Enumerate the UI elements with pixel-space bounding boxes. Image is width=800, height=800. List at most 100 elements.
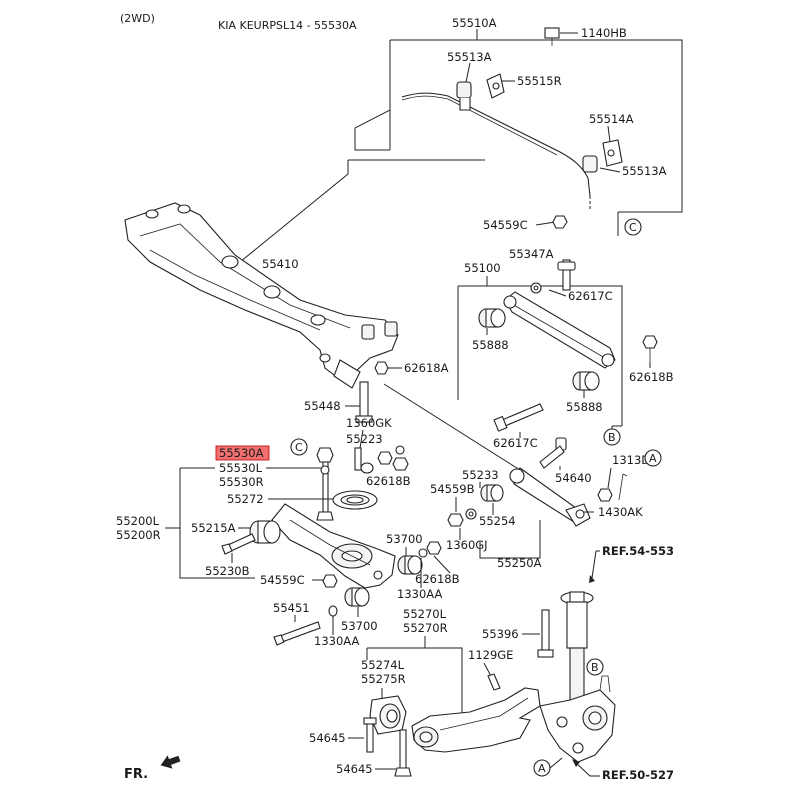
label-55410[interactable]: 55410: [262, 257, 299, 271]
lower-arm-55200: [271, 503, 396, 589]
label-55223[interactable]: 55223: [346, 432, 383, 446]
highlight-55530A: [215, 445, 270, 461]
svg-text:B: B: [591, 661, 599, 674]
label-55233[interactable]: 55233: [462, 468, 499, 482]
label-55510A[interactable]: 55510A: [452, 16, 497, 30]
label-62618A[interactable]: 62618A: [404, 361, 449, 375]
washer-1330AA-mid: [418, 548, 428, 558]
arm-55270-frame: [367, 647, 463, 714]
label-1140HB[interactable]: 1140HB: [581, 26, 627, 40]
stabilizer-bushing-right: [582, 155, 598, 173]
bolt-1129GE: [487, 673, 501, 691]
label-55270R[interactable]: 55270R: [403, 621, 448, 635]
spring-seat-55272: [332, 490, 378, 510]
label-1330AA-low[interactable]: 1330AA: [314, 634, 359, 648]
label-55530R[interactable]: 55530R: [219, 475, 264, 489]
label-55275R[interactable]: 55275R: [361, 672, 406, 686]
label-62618B-right[interactable]: 62618B: [629, 370, 674, 384]
label-55347A[interactable]: 55347A: [509, 247, 554, 261]
stabilizer-group-frame: [390, 39, 683, 213]
label-1330AA-mid[interactable]: 1330AA: [397, 587, 442, 601]
label-55514A[interactable]: 55514A: [589, 112, 634, 126]
label-62618B-mid[interactable]: 62618B: [366, 474, 411, 488]
bushing-53700-mid: [397, 555, 423, 575]
ref-54-553[interactable]: REF.54-553: [602, 544, 674, 558]
knuckle: [539, 675, 616, 763]
label-54559B[interactable]: 54559B: [430, 482, 475, 496]
label-55530A[interactable]: 55530A: [219, 446, 264, 460]
label-55254[interactable]: 55254: [479, 514, 516, 528]
label-62617C-top[interactable]: 62617C: [568, 289, 613, 303]
label-55200L[interactable]: 55200L: [116, 514, 160, 528]
pin-1430AK: [618, 473, 628, 501]
label-55270L[interactable]: 55270L: [403, 607, 447, 621]
label-55230B[interactable]: 55230B: [205, 564, 250, 578]
nut-62618B-low: [426, 541, 442, 555]
trailing-arm-55270: [411, 687, 541, 753]
label-55100[interactable]: 55100: [464, 261, 501, 275]
bolt-54640: [539, 437, 567, 469]
stabilizer-bushing-left: [456, 81, 472, 111]
bolt-1140HB: [544, 27, 560, 46]
label-1129GE[interactable]: 1129GE: [468, 648, 513, 662]
svg-text:C: C: [629, 221, 637, 234]
label-1430AK[interactable]: 1430AK: [598, 505, 643, 519]
label-55274L[interactable]: 55274L: [361, 658, 405, 672]
bolt-62618B-right: [642, 335, 658, 362]
label-54645-b[interactable]: 54645: [336, 762, 373, 776]
marker-b-bottom: [586, 658, 604, 676]
label-62618B-low[interactable]: 62618B: [415, 572, 460, 586]
label-55396[interactable]: 55396: [482, 627, 519, 641]
bolt-62618A: [374, 361, 389, 375]
bushing-55888-bottom: [572, 371, 600, 391]
nut-54559B: [447, 513, 464, 527]
stabilizer-bar: [401, 92, 591, 197]
stabilizer-bracket-55515R: [486, 73, 505, 99]
bolt-55448: [355, 381, 373, 423]
svg-text:A: A: [649, 452, 657, 465]
bushing-55215A: [249, 520, 281, 544]
svg-text:A: A: [538, 762, 546, 775]
label-1360GJ[interactable]: 1360GJ: [446, 538, 488, 552]
bolt-1360GK: [354, 447, 362, 471]
label-53700-mid[interactable]: 53700: [386, 532, 423, 546]
label-55888-bottom[interactable]: 55888: [566, 400, 603, 414]
label-55215A[interactable]: 55215A: [191, 521, 236, 535]
bolt-54645-a: [363, 717, 377, 753]
trailing-arm-55100: [503, 291, 616, 369]
marker-a-right: [644, 449, 662, 467]
drive-type-label: (2WD): [120, 12, 155, 25]
nut-54559C-top: [552, 215, 568, 229]
label-54645-a[interactable]: 54645: [309, 731, 346, 745]
label-55513A-top[interactable]: 55513A: [447, 50, 492, 64]
bushing-53700-low: [344, 587, 370, 607]
label-55888-top[interactable]: 55888: [472, 338, 509, 352]
lateral-link-55250A: [509, 467, 591, 527]
label-1360GK[interactable]: 1360GK: [346, 416, 392, 430]
label-55448[interactable]: 55448: [304, 399, 341, 413]
svg-text:C: C: [295, 441, 303, 454]
bushing-55254: [480, 484, 504, 502]
arm-55200-frame: [179, 468, 255, 579]
nut-1313DA: [597, 488, 613, 502]
label-55250A[interactable]: 55250A: [497, 556, 542, 570]
label-55530L[interactable]: 55530L: [219, 461, 263, 475]
bolt-55451: [273, 621, 321, 646]
label-54559C-bottom[interactable]: 54559C: [260, 573, 305, 587]
label-62617C-bottom[interactable]: 62617C: [493, 436, 538, 450]
bushing-55274: [369, 695, 407, 735]
label-55272[interactable]: 55272: [227, 492, 264, 506]
label-55513A-right[interactable]: 55513A: [622, 164, 667, 178]
label-54559C-top[interactable]: 54559C: [483, 218, 528, 232]
vehicle-part-label: KIA KEURPSL14 - 55530A: [218, 19, 357, 32]
label-53700-low[interactable]: 53700: [341, 619, 378, 633]
label-55451[interactable]: 55451: [273, 601, 310, 615]
washer-55233: [465, 508, 477, 520]
shock-absorber: [560, 591, 594, 720]
label-55200R[interactable]: 55200R: [116, 528, 161, 542]
label-55515R[interactable]: 55515R: [517, 74, 562, 88]
ref-50-527[interactable]: REF.50-527: [602, 768, 674, 782]
label-54640[interactable]: 54640: [555, 471, 592, 485]
